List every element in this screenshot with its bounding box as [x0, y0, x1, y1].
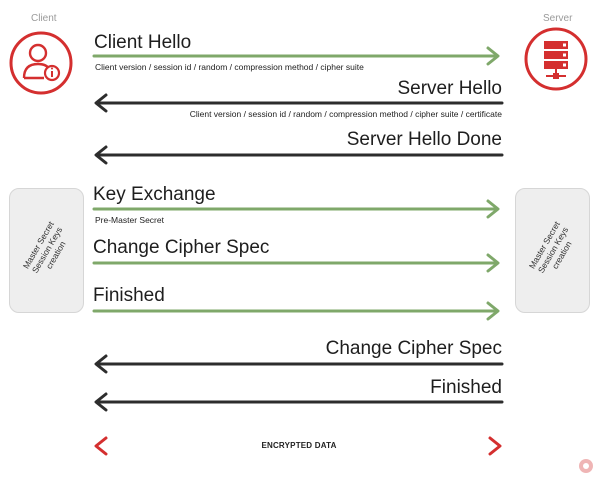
finished-server-title: Finished: [430, 377, 502, 398]
server-hello-done-title: Server Hello Done: [346, 129, 502, 150]
user-info-icon: [9, 31, 73, 95]
client-hello-title: Client Hello: [94, 32, 192, 53]
client-label: Client: [31, 13, 57, 24]
server-stack-icon: [524, 27, 588, 91]
server-hello-title: Server Hello: [397, 78, 502, 99]
finished-server-arrow: [94, 392, 504, 412]
client-hello-detail: Client version / session id / random / c…: [95, 62, 364, 72]
finished-client-title: Finished: [93, 285, 165, 306]
change-cipher-spec-server-title: Change Cipher Spec: [325, 338, 502, 359]
server-label: Server: [543, 13, 573, 24]
key-exchange-title: Key Exchange: [93, 184, 216, 205]
key-exchange-detail: Pre-Master Secret: [95, 215, 164, 225]
encrypted-data-label-wrap: ENCRYPTED DATA: [97, 441, 501, 453]
logo-mark-icon: [579, 459, 593, 473]
key-exchange-arrow: [92, 199, 500, 219]
client-key-creation-box: Master Secret Session Keys creation: [9, 188, 84, 313]
change-cipher-spec-client-arrow: [92, 253, 500, 273]
change-cipher-spec-server-arrow: [94, 354, 504, 374]
server-hello-arrow: [94, 93, 504, 113]
server-hello-detail: Client version / session id / random / c…: [189, 109, 502, 119]
server-hello-done-arrow: [94, 145, 504, 165]
finished-client-arrow: [92, 301, 500, 321]
change-cipher-spec-client-title: Change Cipher Spec: [93, 237, 270, 258]
client-hello-arrow: [92, 46, 500, 66]
server-key-creation-box: Master Secret Session Keys creation: [515, 188, 590, 313]
encrypted-data-label: ENCRYPTED DATA: [255, 441, 343, 450]
